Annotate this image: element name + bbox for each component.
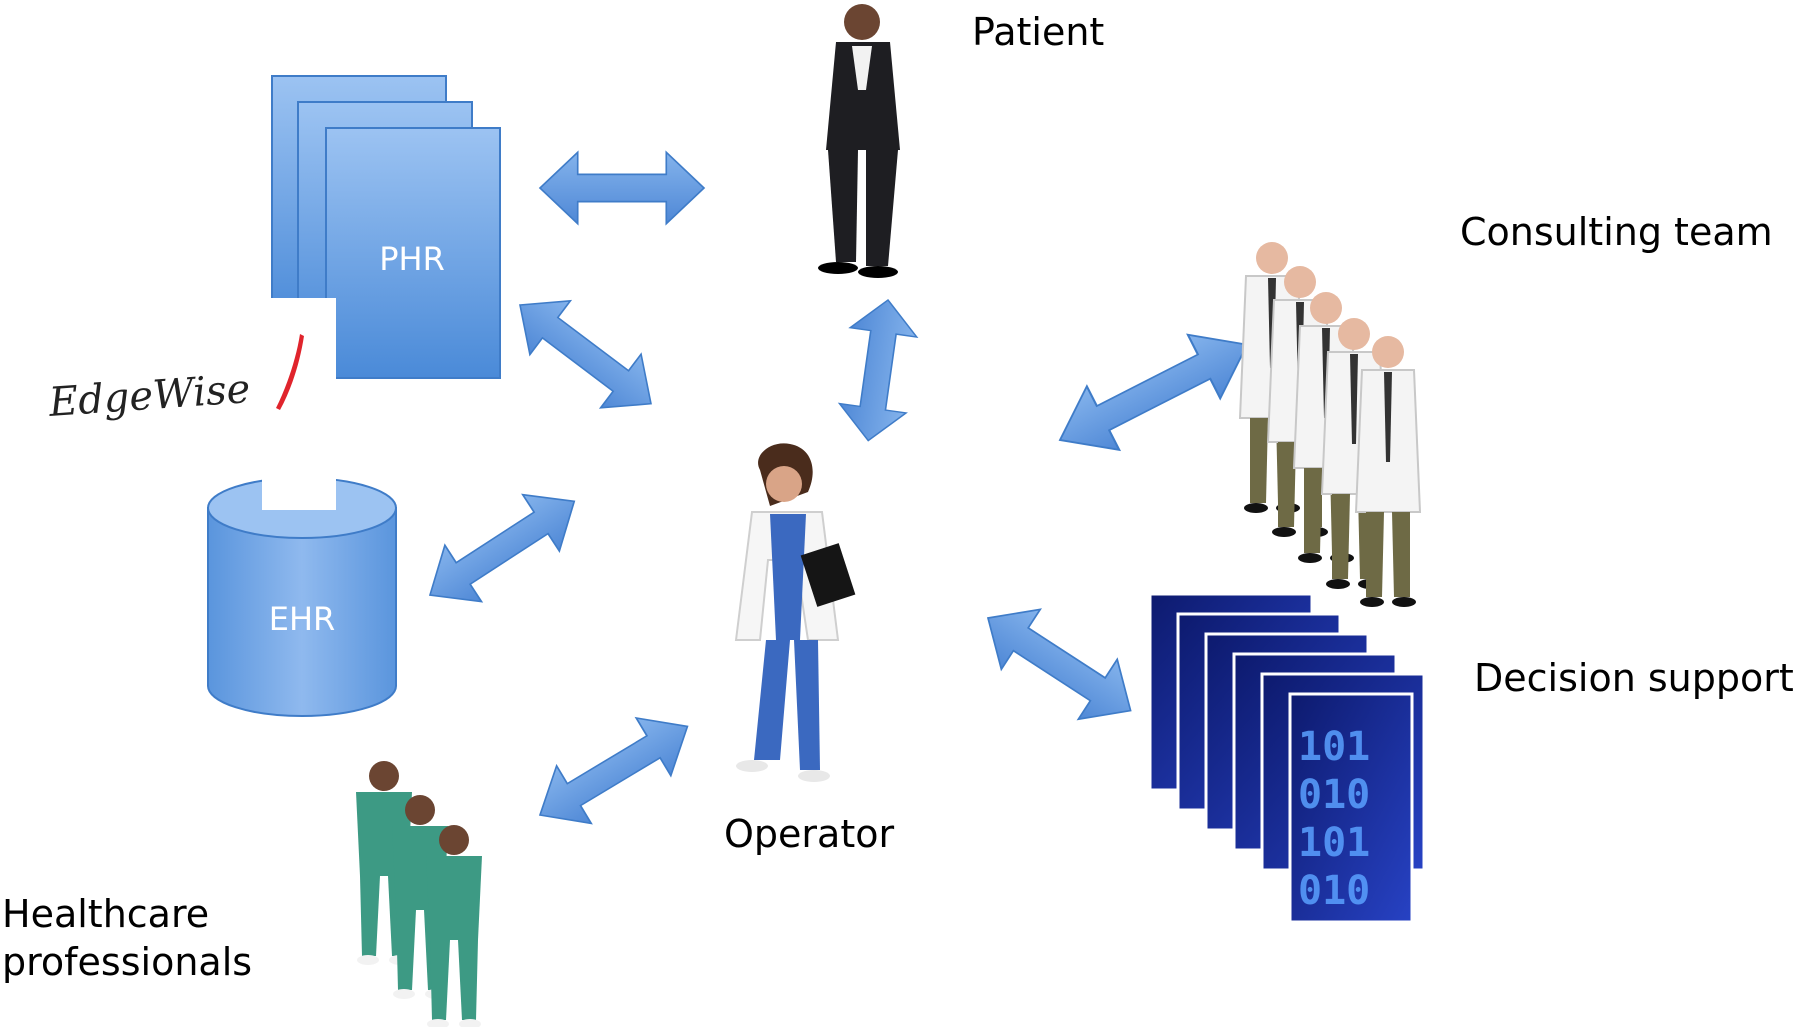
svg-text:010: 010 bbox=[1298, 772, 1370, 818]
phr-label: PHR bbox=[379, 240, 445, 278]
arrow-operator-consulting bbox=[1042, 311, 1265, 473]
arrow-healthcare-operator bbox=[521, 696, 706, 845]
arrow-phr-patient bbox=[539, 151, 705, 225]
arrow-patient-operator bbox=[834, 294, 923, 447]
arrow-operator-decision bbox=[967, 587, 1151, 742]
ehr-database: EHR bbox=[207, 470, 397, 717]
svg-text:101: 101 bbox=[1298, 820, 1370, 866]
phr-page-front bbox=[325, 127, 501, 379]
svg-text:010: 010 bbox=[1298, 868, 1370, 914]
edgewise-logo: EdgeWise bbox=[46, 298, 336, 486]
healthcare-professionals-label: Healthcare professionals bbox=[2, 890, 322, 986]
decision-support-icon: 101 010 101 010 bbox=[1148, 592, 1426, 924]
patient-icon bbox=[818, 4, 900, 278]
decision-support-label: Decision support bbox=[1474, 656, 1794, 700]
consulting-team-label: Consulting team bbox=[1460, 210, 1773, 254]
healthcare-label-line2: professionals bbox=[2, 940, 253, 984]
ehr-label: EHR bbox=[269, 600, 336, 638]
operator-icon bbox=[734, 443, 856, 782]
arrow-phr-operator bbox=[498, 277, 673, 432]
arrow-ehr-operator bbox=[410, 472, 594, 625]
patient-label: Patient bbox=[972, 10, 1105, 54]
clipboard-icon bbox=[800, 543, 856, 607]
operator-label: Operator bbox=[724, 812, 895, 856]
consulting-team-icon bbox=[1239, 241, 1421, 608]
healthcare-label-line1: Healthcare bbox=[2, 892, 210, 936]
healthcare-professionals-icon bbox=[356, 761, 482, 1027]
svg-text:101: 101 bbox=[1298, 724, 1370, 770]
edgewise-swoosh-icon bbox=[276, 334, 304, 410]
edgewise-logo-text: EdgeWise bbox=[46, 366, 251, 426]
